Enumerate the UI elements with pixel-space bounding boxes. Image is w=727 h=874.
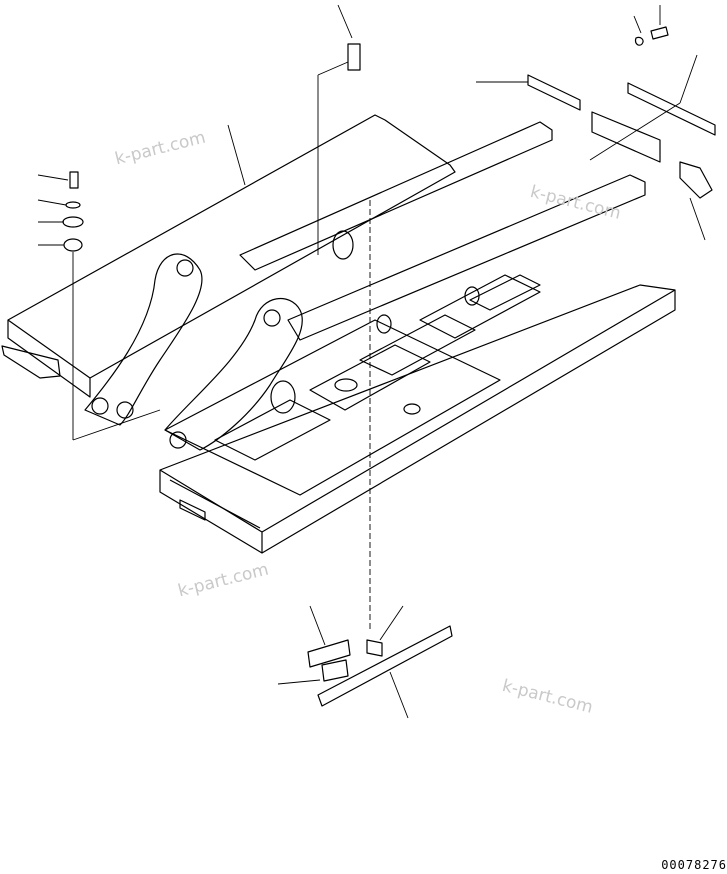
leader-lines [37,4,706,719]
loose-parts [307,625,453,707]
revolving-frame [1,114,676,554]
drawing-number: 00078276 [661,858,727,872]
